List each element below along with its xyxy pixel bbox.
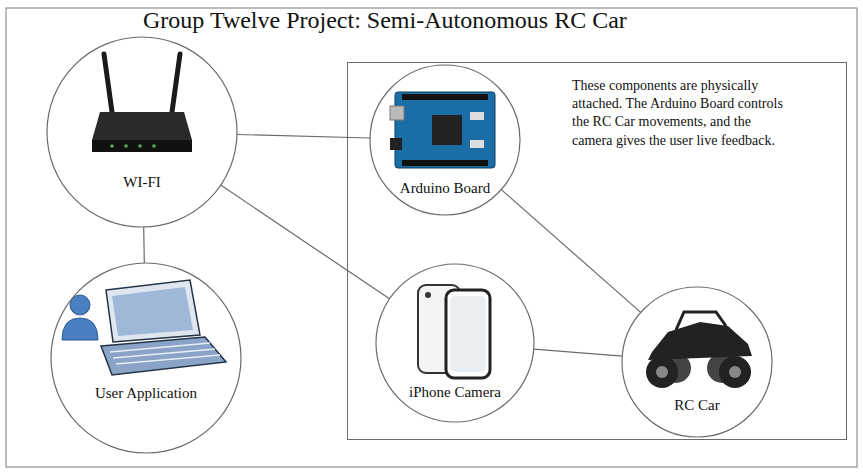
node-label: Arduino Board xyxy=(379,179,511,197)
iphone-circle: iPhone Camera xyxy=(375,263,535,423)
car-wheel xyxy=(646,356,678,388)
connector-line xyxy=(534,349,622,356)
iphone-front xyxy=(446,290,490,378)
rc-car-circle: RC Car xyxy=(621,286,773,438)
wifi-circle: WI-FI xyxy=(46,36,238,228)
user-app-circle: User Application xyxy=(50,262,242,454)
router-light xyxy=(110,144,114,148)
car-wheel xyxy=(719,356,751,388)
arduino-part xyxy=(470,112,484,120)
node-label: WI-FI xyxy=(56,173,228,191)
arduino-jack xyxy=(390,138,402,150)
outer-frame xyxy=(6,8,857,467)
car-rollbar xyxy=(676,312,726,330)
circle-border xyxy=(370,65,520,215)
arduino-circle: Arduino Board xyxy=(369,64,521,216)
arduino-header xyxy=(402,160,488,166)
circle-outline xyxy=(46,36,238,228)
router-antenna xyxy=(104,54,112,112)
component-region: Arduino Board iPhone Camera RC Car These co… xyxy=(347,62,847,440)
iphone-icon xyxy=(418,285,490,378)
circle-outline xyxy=(50,262,242,454)
user-body xyxy=(62,318,98,340)
router-icon xyxy=(92,54,192,152)
router-light xyxy=(124,144,128,148)
iphone-screen xyxy=(450,296,486,372)
router-front xyxy=(92,140,192,152)
laptop-display xyxy=(112,287,193,336)
circle-border xyxy=(622,287,772,437)
router-antenna xyxy=(172,54,180,112)
router-light xyxy=(138,144,142,148)
car-hub xyxy=(656,366,668,378)
circle-border xyxy=(51,263,241,453)
node-label: RC Car xyxy=(631,396,763,414)
circle-border xyxy=(47,37,237,227)
connector-line xyxy=(237,135,370,139)
laptop-icon xyxy=(101,280,226,375)
iphone-lens xyxy=(425,292,431,298)
circle-border xyxy=(376,264,534,422)
arduino-pcb xyxy=(395,92,495,168)
router-light xyxy=(152,144,156,148)
connector-line xyxy=(143,227,145,263)
laptop-screen xyxy=(106,280,200,342)
connector-line xyxy=(221,185,390,299)
node-label: User Application xyxy=(60,384,232,402)
circle-outline xyxy=(621,286,773,438)
arduino-header xyxy=(402,94,488,100)
connector-line xyxy=(501,190,640,313)
note-text: These components are physically attached… xyxy=(572,77,784,150)
laptop-keyboard xyxy=(101,337,226,375)
car-body xyxy=(648,322,752,360)
arduino-usb xyxy=(390,106,404,120)
car-hub xyxy=(729,366,741,378)
arduino-icon xyxy=(390,92,495,168)
user-icon xyxy=(62,295,98,340)
rc-car-icon xyxy=(646,312,752,388)
router-body xyxy=(92,112,192,140)
laptop-key-row xyxy=(116,355,220,364)
arduino-chip xyxy=(432,115,462,145)
node-label: iPhone Camera xyxy=(385,383,525,401)
arduino-part xyxy=(470,140,484,148)
diagram-title: Group Twelve Project: Semi-Autonomous RC… xyxy=(143,6,627,35)
